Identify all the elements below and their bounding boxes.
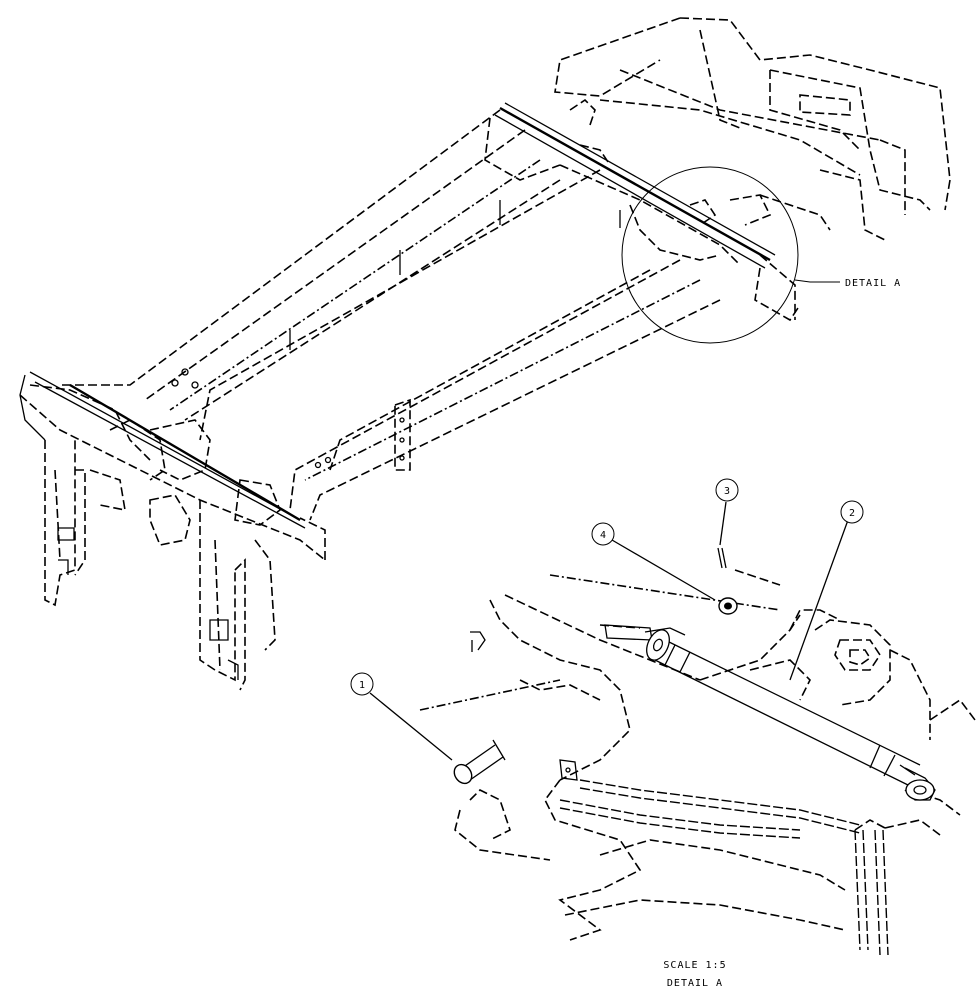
- clevis-pin: [453, 739, 506, 785]
- detail-caption: DETAIL A: [667, 978, 723, 989]
- callout-2-number: 2: [849, 508, 855, 519]
- callout-3: 3: [715, 478, 739, 502]
- callout-4: 4: [591, 522, 615, 546]
- hydraulic-cylinder: [644, 627, 936, 801]
- detail-a-view: [369, 501, 976, 956]
- cotter-pin: [717, 547, 781, 586]
- scale-label: SCALE 1:5: [663, 960, 726, 971]
- callout-4-number: 4: [600, 530, 606, 541]
- callout-3-number: 3: [724, 486, 730, 497]
- callout-1: 1: [350, 672, 374, 696]
- washer: [718, 597, 738, 615]
- main-frame: [19, 17, 951, 691]
- callout-1-number: 1: [359, 680, 365, 691]
- callout-2: 2: [840, 500, 864, 524]
- detail-a-indicator: DETAIL A: [621, 166, 901, 344]
- detail-a-label: DETAIL A: [845, 278, 901, 289]
